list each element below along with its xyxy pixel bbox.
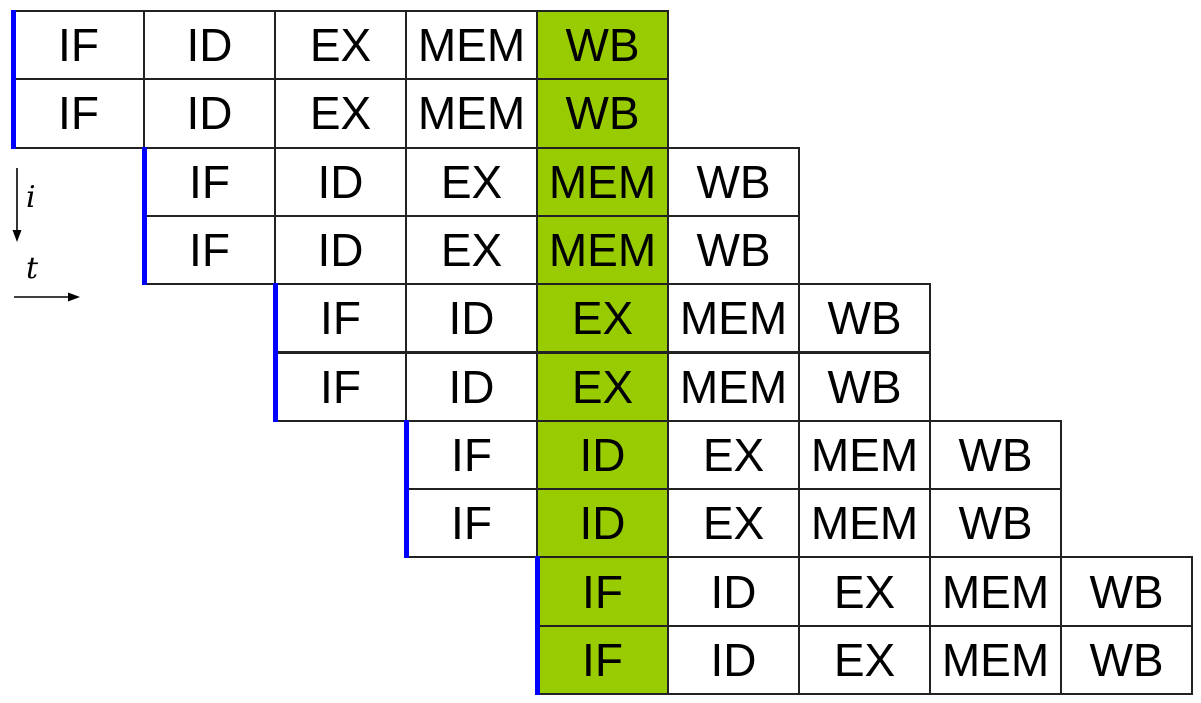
- right-arrow-icon: [14, 292, 80, 302]
- pipeline-cell: MEM: [929, 624, 1062, 695]
- pipeline-cell: EX: [536, 351, 669, 422]
- pipeline-cell: WB: [929, 419, 1062, 491]
- pipeline-cell: IF: [274, 351, 407, 422]
- pipeline-cell: EX: [274, 10, 407, 81]
- axis-arrows: [12, 168, 80, 302]
- pipeline-cell: EX: [798, 556, 931, 627]
- issue-group-marker: [10, 10, 16, 149]
- pipeline-cell: IF: [536, 556, 669, 627]
- pipeline-cell: ID: [405, 351, 538, 422]
- pipeline-cell: MEM: [929, 556, 1062, 627]
- pipeline-cell: WB: [667, 214, 800, 286]
- pipeline-cell: ID: [667, 556, 800, 627]
- pipeline-cell: IF: [274, 283, 407, 354]
- pipeline-cell: MEM: [798, 419, 931, 491]
- pipeline-cell: WB: [536, 78, 669, 149]
- pipeline-cell: WB: [798, 283, 931, 354]
- pipeline-cell: IF: [143, 146, 276, 217]
- time-axis-label: t: [26, 251, 39, 286]
- issue-group-marker: [534, 556, 540, 695]
- issue-group-marker: [403, 419, 409, 559]
- pipeline-cell: ID: [536, 419, 669, 491]
- pipeline-cell: EX: [667, 419, 800, 491]
- pipeline-cell: WB: [798, 351, 931, 422]
- axes: i t: [0, 150, 130, 320]
- instruction-axis-label: i: [26, 180, 36, 215]
- pipeline-cell: ID: [274, 214, 407, 286]
- pipeline-cell: IF: [143, 214, 276, 286]
- pipeline-cell: ID: [274, 146, 407, 217]
- pipeline-cell: WB: [1060, 624, 1193, 695]
- pipeline-cell: MEM: [798, 488, 931, 559]
- pipeline-cell: WB: [1060, 556, 1193, 627]
- pipeline-cell: ID: [143, 10, 276, 81]
- pipeline-cell: IF: [12, 10, 145, 81]
- pipeline-cell: ID: [667, 624, 800, 695]
- pipeline-cell: EX: [536, 283, 669, 354]
- pipeline-cell: MEM: [536, 214, 669, 286]
- pipeline-cell: IF: [536, 624, 669, 695]
- issue-group-marker: [272, 283, 278, 422]
- pipeline-cell: MEM: [405, 10, 538, 81]
- pipeline-cell: MEM: [536, 146, 669, 217]
- issue-group-marker: [141, 146, 147, 286]
- pipeline-cell: EX: [667, 488, 800, 559]
- pipeline-cell: IF: [405, 419, 538, 491]
- pipeline-cell: MEM: [667, 351, 800, 422]
- pipeline-cell: WB: [536, 10, 669, 81]
- pipeline-cell: MEM: [667, 283, 800, 354]
- down-arrow-icon: [12, 168, 22, 242]
- pipeline-cell: WB: [929, 488, 1062, 559]
- pipeline-cell: IF: [12, 78, 145, 149]
- pipeline-cell: IF: [405, 488, 538, 559]
- pipeline-cell: EX: [798, 624, 931, 695]
- pipeline-cell: EX: [274, 78, 407, 149]
- pipeline-cell: EX: [405, 214, 538, 286]
- pipeline-cell: EX: [405, 146, 538, 217]
- pipeline-cell: ID: [405, 283, 538, 354]
- pipeline-cell: WB: [667, 146, 800, 217]
- pipeline-cell: ID: [143, 78, 276, 149]
- pipeline-cell: MEM: [405, 78, 538, 149]
- pipeline-cell: ID: [536, 488, 669, 559]
